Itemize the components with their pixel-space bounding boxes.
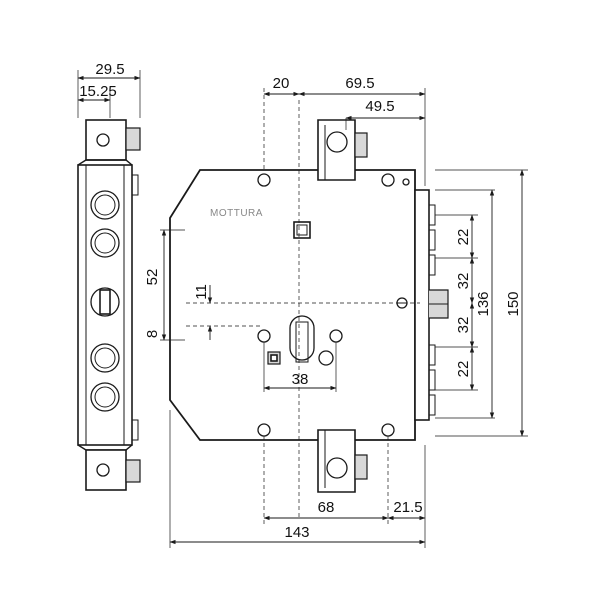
dim-68: 68 — [318, 499, 335, 516]
brand-label: MOTTURA — [210, 208, 263, 219]
dim-49-5: 49.5 — [365, 98, 394, 115]
dim-32-top: 32 — [455, 273, 472, 290]
side-top-bracket — [77, 119, 141, 166]
dim-22-top: 22 — [455, 229, 472, 246]
dim-21-5: 21.5 — [393, 499, 422, 516]
dim-38: 38 — [292, 371, 309, 388]
dim-22-bottom: 22 — [455, 361, 472, 378]
front-faceplate — [414, 189, 449, 421]
side-view: 29.5 15.25 — [77, 61, 141, 491]
top-bolt-bracket — [317, 119, 368, 181]
bottom-bolt-bracket — [317, 429, 368, 493]
dim-32-bottom: 32 — [455, 317, 472, 334]
dim-143: 143 — [284, 524, 309, 541]
side-bottom-bracket — [77, 444, 141, 491]
dim-8: 8 — [144, 330, 161, 338]
spindle-square — [293, 221, 311, 239]
dim-52: 52 — [144, 269, 161, 286]
dim-136: 136 — [475, 291, 492, 316]
dim-15-25: 15.25 — [79, 83, 117, 100]
dim-150: 150 — [505, 291, 522, 316]
cylinder-keyhole — [267, 315, 334, 366]
side-bolts — [90, 190, 120, 412]
dim-11: 11 — [193, 284, 210, 300]
dim-20: 20 — [273, 75, 290, 92]
front-view: MOTTURA — [144, 75, 528, 548]
dim-29-5: 29.5 — [95, 61, 124, 78]
dim-69-5: 69.5 — [345, 75, 374, 92]
lock-body-plate — [169, 169, 416, 441]
